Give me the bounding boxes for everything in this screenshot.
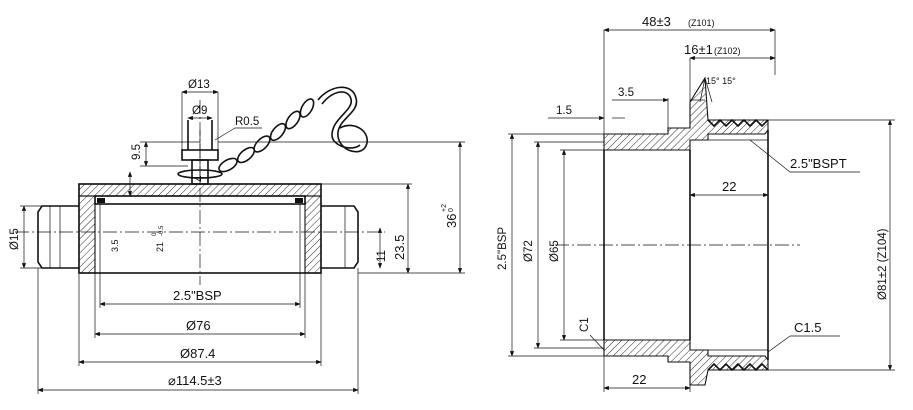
chain bbox=[218, 86, 368, 173]
dim-h11: 11 bbox=[376, 227, 388, 269]
dim-h235: 23.5 bbox=[321, 183, 412, 274]
label-thread-bspt: 2.5"BSPT bbox=[790, 156, 847, 171]
dim-d76: Ø76 bbox=[94, 273, 306, 338]
label-h35: 3.5 bbox=[110, 239, 120, 252]
label-d874: Ø87.4 bbox=[180, 346, 215, 361]
dim-d9: Ø9 bbox=[187, 105, 213, 121]
dim-d874: Ø87.4 bbox=[78, 273, 322, 366]
dim-d25bsp: 2.5"BSP bbox=[497, 133, 604, 357]
label-d9: Ø9 bbox=[192, 105, 207, 117]
label-h21-tol-bot: -0.5 bbox=[159, 225, 165, 236]
dim-d81: Ø81±2 (Z104) bbox=[768, 119, 895, 371]
label-d81: Ø81±2 (Z104) bbox=[877, 228, 889, 300]
left-view-cap: Ø13 Ø9 R0.5 9.5 4 bbox=[9, 79, 465, 394]
label-d25bsp: 2.5"BSP bbox=[497, 227, 509, 270]
dim-d15: Ø15 bbox=[9, 205, 42, 269]
label-h21: 21 bbox=[155, 242, 165, 252]
label-len48-note: (Z101) bbox=[688, 18, 715, 28]
dim-d13: Ø13 bbox=[181, 79, 219, 150]
label-h36: 36 bbox=[444, 214, 459, 228]
label-c1: C1 bbox=[579, 317, 591, 332]
label-angles: 15° 15° bbox=[706, 76, 736, 86]
dim-len16: 16±1 (Z102) bbox=[684, 42, 776, 102]
dim-thread-bspt: 2.5"BSPT bbox=[749, 139, 860, 173]
label-d65: Ø65 bbox=[549, 240, 561, 262]
cap-lug-left bbox=[37, 205, 79, 269]
label-h235: 23.5 bbox=[392, 235, 407, 260]
dim-d1145: ⌀114.5±3 bbox=[37, 268, 359, 394]
label-r05: R0.5 bbox=[235, 116, 259, 128]
label-h36-tol-top: +2 bbox=[441, 204, 448, 212]
dim-d15: 1.5 bbox=[548, 105, 625, 121]
label-d76: Ø76 bbox=[186, 318, 211, 333]
label-h36-tol-bot: 0 bbox=[448, 208, 455, 212]
dim-h4: 4 bbox=[194, 175, 206, 182]
dim-c1: C1 bbox=[579, 317, 605, 351]
dim-d35: 3.5 bbox=[612, 87, 705, 128]
label-h95: 9.5 bbox=[131, 144, 143, 160]
label-len16: 16±1 bbox=[684, 42, 713, 57]
adapter-bottom-wall bbox=[603, 339, 769, 386]
dim-c15: C1.5 bbox=[767, 320, 840, 353]
label-d15: 1.5 bbox=[556, 105, 572, 117]
right-view-adapter: 48±3 (Z101) 16±1 (Z102) 15° 15° 3.5 1.5 bbox=[497, 14, 895, 392]
label-thread-bsp: 2.5"BSP bbox=[173, 288, 222, 303]
label-len48: 48±3 bbox=[642, 14, 671, 29]
dim-h21: 21 0 -0.5 bbox=[152, 225, 165, 252]
dim-thread-bsp: 2.5"BSP bbox=[99, 273, 301, 308]
dim-len22-top: 22 bbox=[689, 179, 769, 198]
label-h11: 11 bbox=[376, 250, 388, 262]
dim-h35: 3.5 bbox=[110, 239, 120, 252]
dim-angles: 15° 15° bbox=[699, 76, 736, 103]
label-h21-tol-top: 0 bbox=[152, 232, 158, 236]
dim-r05: R0.5 bbox=[214, 116, 262, 141]
dim-d65: Ø65 bbox=[549, 149, 604, 341]
label-len16-note: (Z102) bbox=[714, 46, 741, 56]
label-d1145: ⌀114.5±3 bbox=[168, 373, 222, 388]
label-d15: Ø15 bbox=[9, 228, 21, 250]
label-d13: Ø13 bbox=[188, 79, 210, 91]
dim-len22-bot: 22 bbox=[603, 356, 691, 392]
label-d35: 3.5 bbox=[618, 87, 634, 99]
cap-ring bbox=[177, 120, 223, 185]
dim-d72: Ø72 bbox=[523, 141, 604, 349]
label-h4: 4 bbox=[194, 175, 206, 182]
cap-lug-right bbox=[321, 205, 359, 269]
label-c15: C1.5 bbox=[794, 320, 821, 335]
dim-h95: 9.5 bbox=[131, 141, 200, 167]
label-d72: Ø72 bbox=[523, 240, 535, 262]
dim-h36: 36 +2 0 bbox=[218, 141, 465, 274]
label-len22-top: 22 bbox=[722, 179, 736, 194]
label-len22-bot: 22 bbox=[632, 372, 646, 387]
adapter-top-wall bbox=[603, 76, 769, 151]
